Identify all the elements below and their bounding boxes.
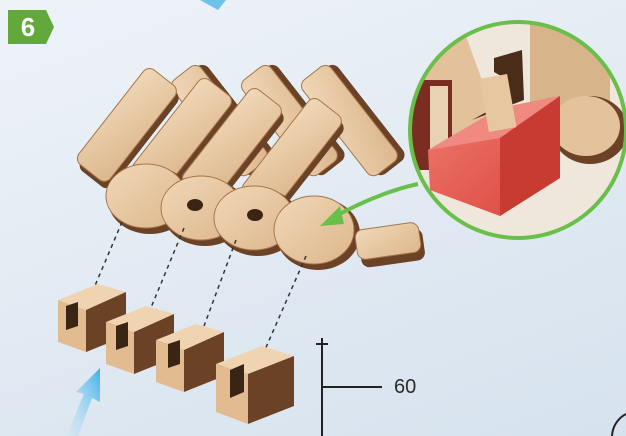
wooden-assembly bbox=[72, 59, 426, 270]
detail-callout bbox=[398, 0, 626, 240]
next-panel-edge bbox=[612, 414, 626, 436]
clip-piece bbox=[216, 346, 294, 424]
blue-arrow-icon bbox=[66, 368, 100, 436]
step-number: 6 bbox=[8, 10, 48, 44]
step-badge: 6 bbox=[8, 10, 54, 44]
scale-bar-label: 60 bbox=[394, 376, 416, 399]
blue-arrow-icon bbox=[200, 0, 226, 10]
scale-bar-icon bbox=[316, 338, 382, 436]
